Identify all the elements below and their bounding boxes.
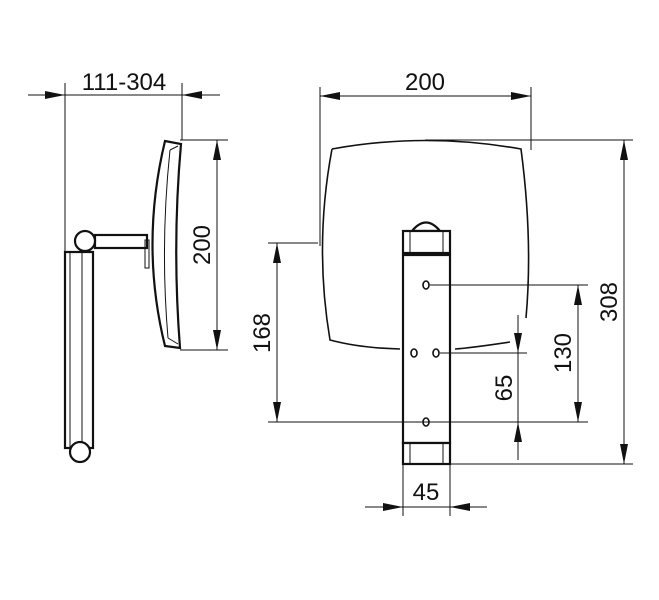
mirror-edge-line — [163, 149, 171, 339]
mirror-arm — [93, 233, 149, 250]
mounting-hole — [422, 280, 430, 290]
side-height-label: 200 — [189, 225, 216, 265]
mounting-hole — [432, 348, 440, 358]
bracket-width-label: 45 — [413, 479, 440, 506]
side-view: 111-304 200 — [28, 69, 228, 464]
front-view: 200 168 130 65 — [249, 69, 633, 516]
wall-column — [63, 250, 95, 450]
arrow-head — [182, 91, 202, 99]
projection-dimension-label: 111-304 — [82, 69, 167, 96]
arrow-head — [45, 91, 65, 99]
pivot-joint — [73, 229, 97, 253]
mirror-mount — [144, 239, 150, 269]
hole-spacing-label: 130 — [550, 333, 577, 373]
bottom-joint — [68, 440, 92, 464]
bracket-bottom-cap — [401, 441, 452, 466]
mounting-hole — [410, 348, 418, 358]
total-height-label: 308 — [596, 282, 623, 322]
center-offset-label: 65 — [491, 375, 518, 402]
mirror-side-profile — [151, 139, 183, 350]
width-label: 200 — [405, 69, 445, 96]
bracket-top-cap — [401, 229, 452, 255]
mirror-outline — [321, 139, 530, 350]
mount-height-label: 168 — [249, 313, 276, 353]
